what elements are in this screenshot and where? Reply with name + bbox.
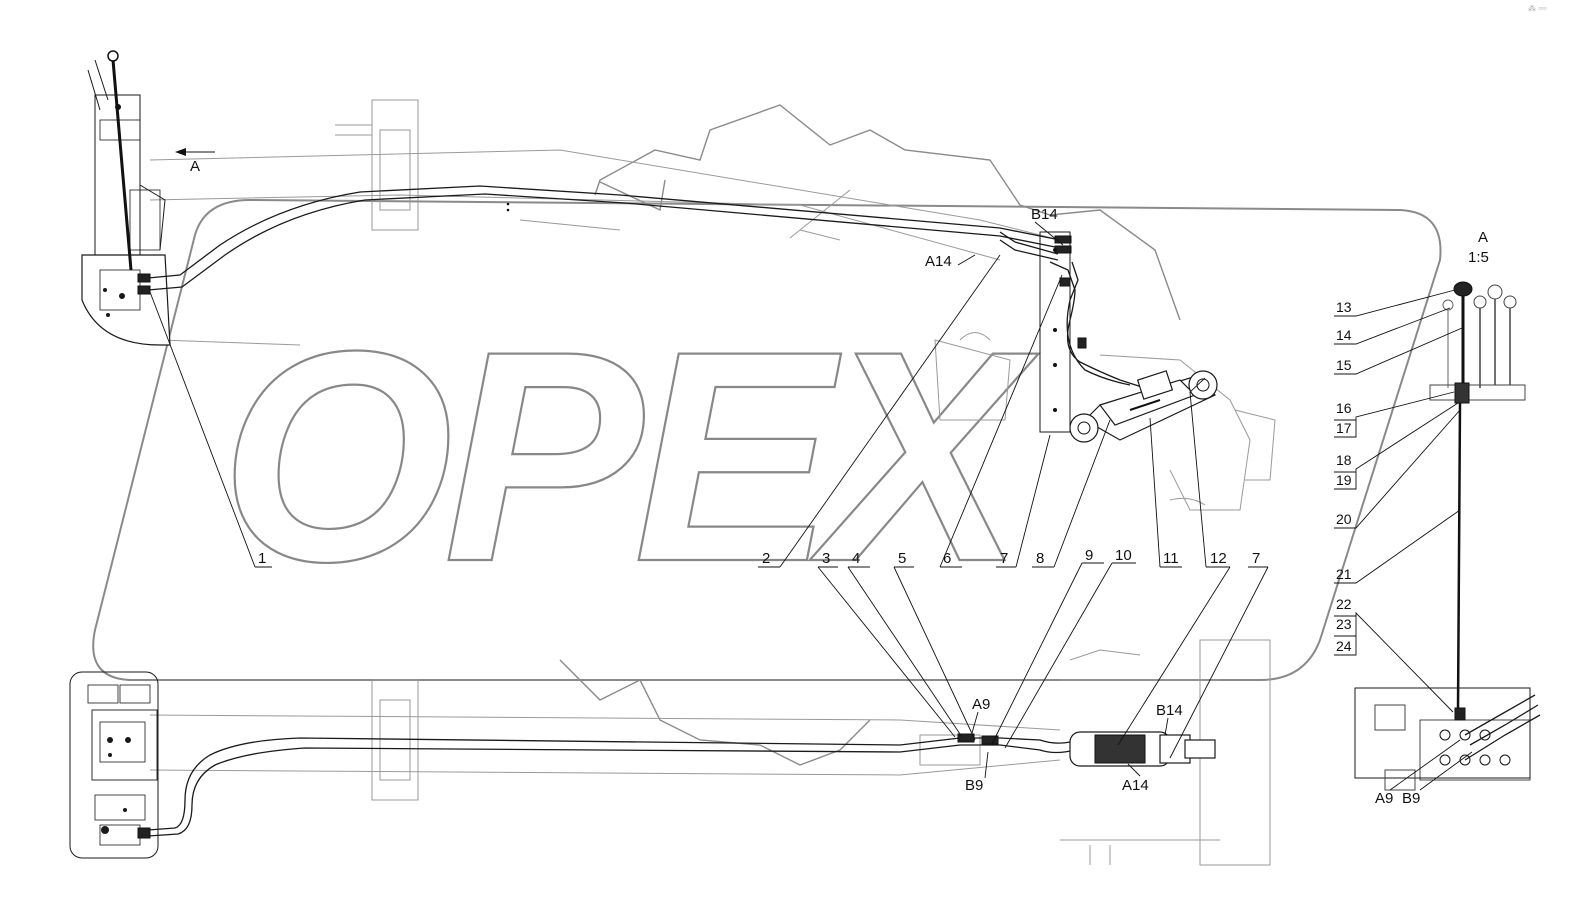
callout-9: 9 [1085,547,1093,564]
callout-4: 4 [852,550,860,567]
label-a9-detail: A9 [1375,790,1393,807]
callout-14: 14 [1336,327,1352,343]
label-b9-detail: B9 [1402,790,1420,807]
label-a14-bottom: A14 [1122,777,1149,794]
callout-1: 1 [258,550,266,567]
view-arrow-a: A [175,148,215,175]
bottom-cylinder [1069,731,1216,767]
callout-19: 19 [1336,472,1352,488]
top-frame [149,99,1276,511]
top-hose-to-cylinder [1039,231,1146,433]
label-a9-bottom: A9 [972,696,990,713]
bottom-hose-pair [137,733,1091,839]
callout-24: 24 [1336,638,1352,654]
callout-2: 2 [762,550,770,567]
callout-11: 11 [1163,550,1179,567]
left-console-top [81,50,171,346]
callout-7b: 7 [1252,550,1260,567]
detail-a-label: A [1478,229,1488,246]
left-console-bottom [69,671,159,859]
detail-callouts: 13 14 15 16 17 18 19 20 21 22 23 24 [1334,289,1463,713]
callout-17: 17 [1336,420,1352,436]
watermark-gear [559,104,1181,766]
callout-23: 23 [1336,616,1352,632]
label-b14-bottom: B14 [1156,702,1183,719]
callout-22: 22 [1336,596,1352,612]
callout-21: 21 [1336,566,1352,582]
callout-18: 18 [1336,452,1352,468]
top-cylinder [1069,370,1218,443]
callout-3: 3 [822,550,830,567]
callout-15: 15 [1336,357,1352,373]
callout-8: 8 [1036,550,1044,567]
svg-text:OPEX: OPEX [220,288,1039,624]
watermark-text: OPEX [219,287,1050,625]
callout-20: 20 [1336,511,1352,527]
callout-10: 10 [1115,547,1132,564]
svg-text:A: A [190,158,200,175]
callout-16: 16 [1336,400,1352,416]
watermark-frame [92,198,1442,681]
main-callouts: 1 2 3 4 5 6 7 8 9 10 11 12 7 [149,254,1269,759]
callout-13: 13 [1336,299,1352,315]
callout-6: 6 [943,550,951,567]
corner-watermark: ⁂ ▫▫▫ [1528,4,1547,13]
label-b9-bottom: B9 [965,777,983,794]
top-hose-pair [137,185,1072,295]
label-a14-top: A14 [925,253,952,270]
callout-7: 7 [1000,550,1008,567]
callout-12: 12 [1210,550,1227,567]
label-b14-top: B14 [1031,206,1058,223]
callout-5: 5 [898,550,906,567]
detail-a-scale: 1:5 [1468,249,1489,266]
detail-a: A 1:5 [1354,229,1541,791]
